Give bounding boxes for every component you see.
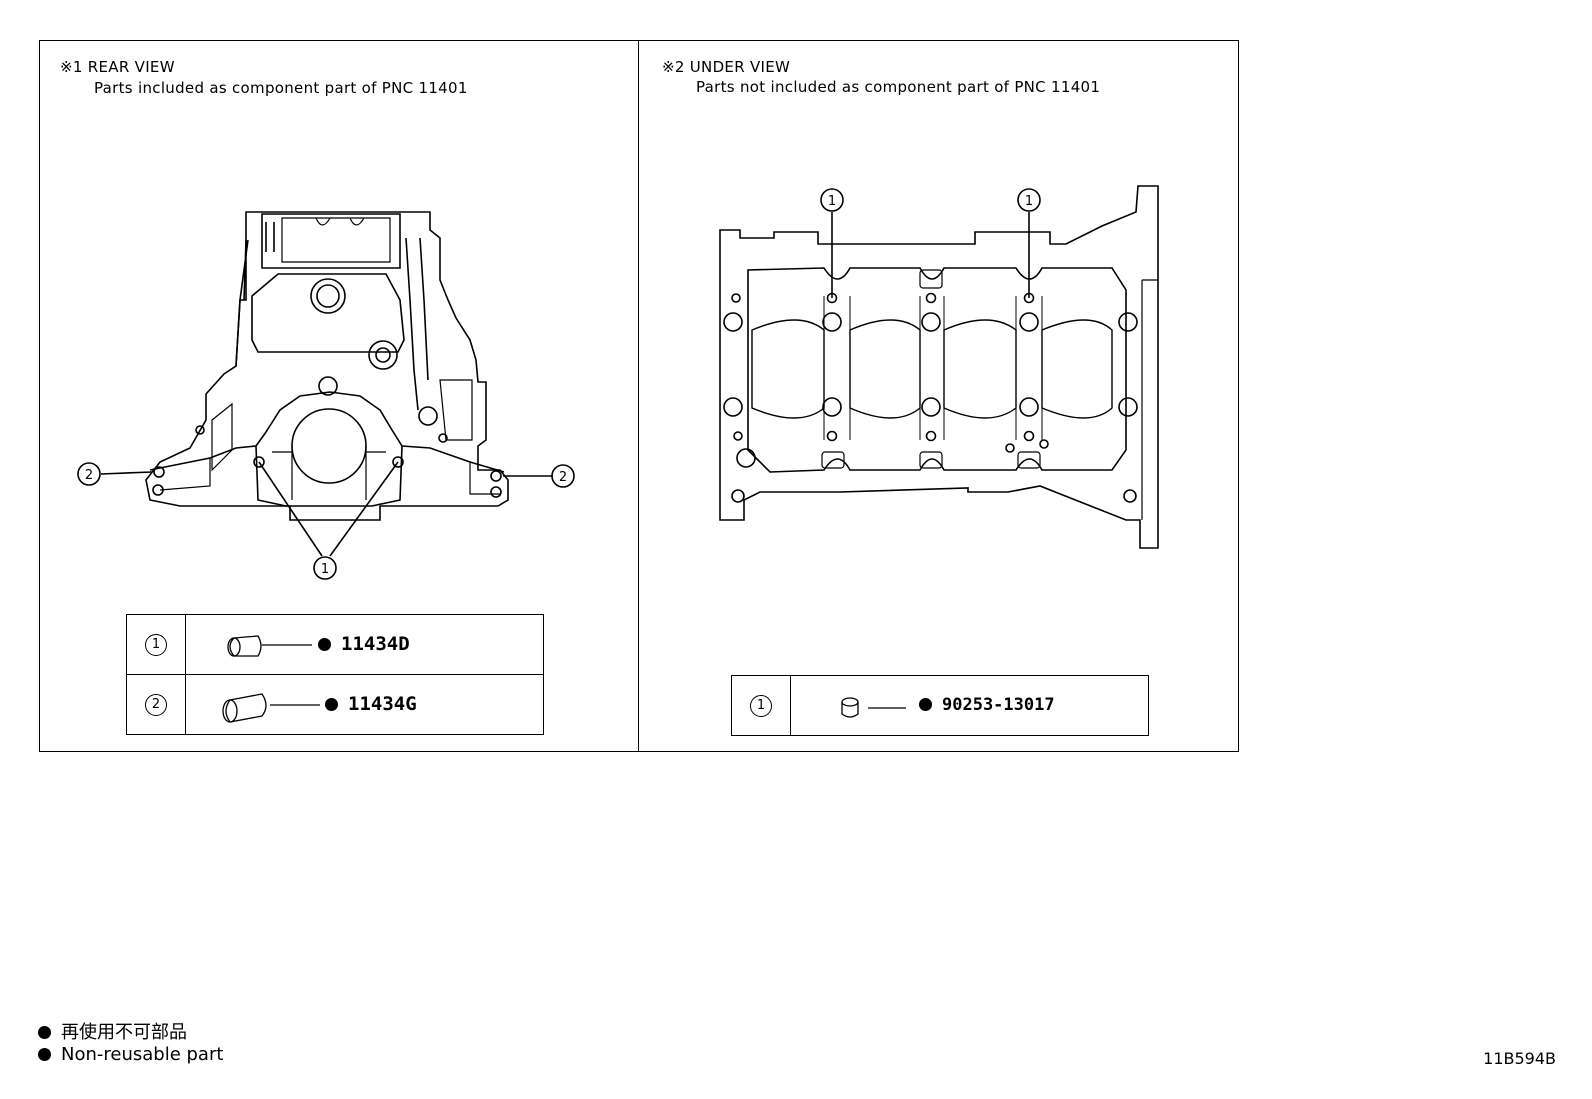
rear-view-parts-table: 1 11434D 2 11434G bbox=[126, 614, 544, 735]
callout-2-right: 2 bbox=[559, 470, 567, 485]
callout-1-rear: 1 bbox=[321, 562, 329, 577]
table-row: 1 11434D bbox=[126, 614, 544, 675]
callout-2-left: 2 bbox=[85, 468, 93, 483]
rear-view-engine-block bbox=[77, 211, 575, 580]
table-row: 2 11434G bbox=[126, 674, 544, 735]
legend-english: Non-reusable part bbox=[38, 1044, 223, 1065]
legend-japanese: 再使用不可部品 bbox=[38, 1018, 187, 1044]
under-view-parts-table: 1 90253-13017 bbox=[731, 675, 1149, 736]
table-row: 1 90253-13017 bbox=[731, 675, 1149, 736]
callout-1-under-a: 1 bbox=[828, 194, 836, 209]
diagram-frame bbox=[39, 40, 1239, 752]
under-view-engine-block bbox=[719, 185, 1159, 549]
part-number: 11434D bbox=[341, 633, 410, 655]
callout-labels: 2 2 1 1 1 bbox=[85, 194, 1033, 577]
non-reusable-dot-icon bbox=[38, 1048, 51, 1061]
callout-index: 1 bbox=[750, 695, 772, 717]
callout-index: 1 bbox=[145, 634, 167, 656]
part-number: 11434G bbox=[348, 693, 417, 715]
rear-view-title: ※1 REAR VIEW bbox=[60, 58, 175, 76]
non-reusable-dot-icon bbox=[38, 1026, 51, 1039]
panel-divider bbox=[638, 40, 639, 752]
figure-code: 11B594B bbox=[1483, 1049, 1556, 1068]
part-number: 90253-13017 bbox=[942, 695, 1055, 715]
rear-view-subtitle: Parts included as component part of PNC … bbox=[94, 79, 468, 97]
under-view-subtitle: Parts not included as component part of … bbox=[696, 78, 1101, 96]
non-reusable-dot-icon bbox=[919, 698, 932, 711]
non-reusable-dot-icon bbox=[318, 638, 331, 651]
callout-index: 2 bbox=[145, 694, 167, 716]
non-reusable-dot-icon bbox=[325, 698, 338, 711]
callout-1-under-b: 1 bbox=[1025, 194, 1033, 209]
under-view-title: ※2 UNDER VIEW bbox=[662, 58, 791, 76]
